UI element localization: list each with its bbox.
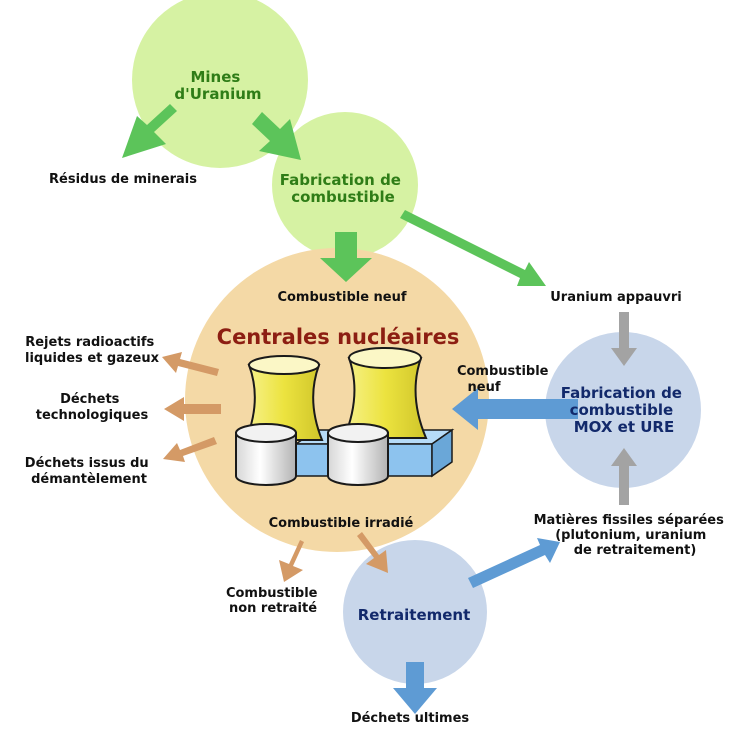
rejets-label-line-1: Rejets radioactifs	[25, 335, 154, 350]
dechets-demantelement-label: Déchets issus du démantèlement	[25, 456, 153, 487]
mox-title: Fabrication de combustible MOX et URE	[561, 384, 687, 436]
mox-node	[545, 332, 701, 488]
centrales-title: Centrales nucléaires	[217, 325, 460, 349]
non-retraite-label: Combustible non retraité	[226, 586, 322, 616]
mox-title-line-1: Fabrication de	[561, 384, 682, 402]
retraitement-node	[343, 540, 487, 684]
mines-title: Mines d'Uranium	[174, 68, 261, 103]
dechets-tech-label-line-2: technologiques	[36, 408, 149, 423]
rejets-label-line-2: liquides et gazeux	[25, 351, 160, 366]
arrow-mox-to-centrales	[452, 388, 578, 430]
arrow-retraitement-to-dechets-ultimes	[393, 662, 437, 714]
combustible-neuf-mox-label-line-1: Combustible	[457, 364, 549, 379]
mox-title-line-3: MOX et URE	[574, 418, 674, 436]
matieres-label-line-1: Matières fissiles séparées	[534, 513, 724, 528]
arrow-matieres-to-mox	[611, 448, 637, 505]
arrow-retraitement-to-matieres	[468, 538, 560, 588]
residus-label: Résidus de minerais	[49, 172, 197, 187]
mox-title-line-2: combustible	[570, 401, 674, 419]
arrow-uranium-to-mox	[611, 312, 637, 366]
fabrication-title: Fabrication de combustible	[280, 171, 406, 206]
arrow-centrales-to-retraitement	[357, 532, 388, 573]
combustible-neuf-mox-label: Combustible neuf	[457, 364, 553, 395]
non-retraite-label-line-2: non retraité	[229, 601, 317, 616]
arrow-fabrication-to-centrales	[320, 232, 372, 282]
mines-title-line-2: d'Uranium	[174, 85, 261, 103]
arrow-centrales-to-non-retraite	[279, 540, 304, 582]
dechets-demantelement-label-line-2: démantèlement	[31, 472, 147, 487]
matieres-label-line-3: de retraitement)	[574, 543, 697, 558]
retraitement-title: Retraitement	[358, 606, 471, 624]
matieres-label-line-2: (plutonium, uranium	[555, 528, 706, 543]
combustible-neuf-mox-label-line-2: neuf	[468, 380, 501, 395]
mines-title-line-1: Mines	[190, 68, 240, 86]
dechets-ultimes-label: Déchets ultimes	[351, 711, 470, 726]
fabrication-node	[272, 112, 418, 258]
arrow-centrales-to-dechets-demantelement	[163, 437, 217, 462]
arrow-centrales-to-rejets	[162, 352, 219, 376]
arrow-centrales-to-dechets-tech	[164, 397, 221, 421]
dechets-tech-label-line-1: Déchets	[60, 392, 120, 407]
rejets-label: Rejets radioactifs liquides et gazeux	[25, 335, 160, 366]
power-plant-icon	[235, 347, 455, 486]
uranium-appauvri-label: Uranium appauvri	[550, 290, 682, 305]
combustible-neuf-label: Combustible neuf	[277, 290, 406, 305]
combustible-irradie-label: Combustible irradié	[269, 516, 414, 531]
fabrication-title-line-2: combustible	[291, 188, 395, 206]
dechets-demantelement-label-line-1: Déchets issus du	[25, 456, 149, 471]
dechets-tech-label: Déchets technologiques	[36, 392, 149, 423]
non-retraite-label-line-1: Combustible	[226, 586, 318, 601]
arrow-mines-to-residus	[122, 104, 177, 158]
arrow-mines-to-fabrication	[252, 112, 301, 160]
fabrication-title-line-1: Fabrication de	[280, 171, 401, 189]
arrow-fabrication-to-uranium-appauvri	[400, 210, 546, 286]
matieres-label: Matières fissiles séparées (plutonium, u…	[534, 513, 729, 558]
